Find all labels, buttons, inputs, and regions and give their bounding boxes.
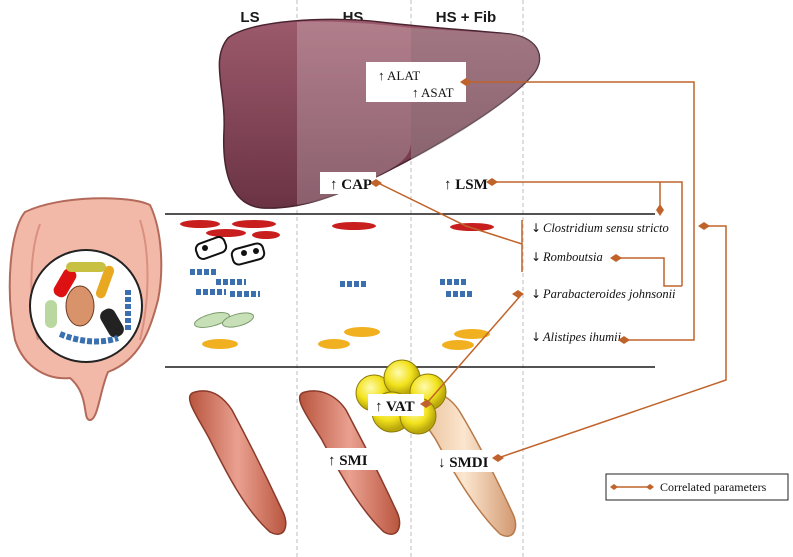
- asat-label: ↑ ASAT: [412, 85, 454, 100]
- alistipes-arrow: ↓: [531, 330, 541, 344]
- vat-label: ↑ VAT: [375, 399, 415, 415]
- connector-alat-alistipes: [470, 81, 695, 341]
- parabacteroides-arrow: ↓: [531, 287, 541, 301]
- connector-endpoints: [370, 78, 710, 462]
- bacteria-hs: [318, 222, 380, 349]
- bacteria-hs-fib: [440, 223, 494, 350]
- lsm-label: ↑ LSM: [444, 177, 488, 193]
- connector-lsm-parabacteroides: [496, 181, 683, 286]
- alat-label: ↑ ALAT: [378, 68, 420, 83]
- connector-lsm-romboutsia: [620, 257, 682, 287]
- connector-cap-clostridium: [377, 182, 523, 245]
- column-header-hs-fib: HS + Fib: [436, 9, 496, 26]
- correlation-connectors: [377, 81, 727, 459]
- colon-illustration: [8, 197, 163, 422]
- smi-label: ↑ SMI: [328, 453, 368, 469]
- bacteria-ls: [180, 220, 280, 349]
- legend-label: Correlated parameters: [660, 480, 767, 494]
- connector-vat-parabacteroides: [425, 293, 523, 405]
- alistipes-label: Alistipes ihumii: [542, 330, 622, 344]
- clostridium-arrow: ↓: [531, 221, 541, 235]
- smdi-label: ↓ SMDI: [438, 455, 489, 471]
- romboutsia-label: Romboutsia: [542, 250, 603, 264]
- romboutsia-arrow: ↓: [531, 250, 541, 264]
- clostridium-label: Clostridium sensu stricto: [543, 221, 669, 235]
- connector-smdi-clostridium: [497, 225, 727, 459]
- parabacteroides-label: Parabacteroides johnsonii: [542, 287, 676, 301]
- cap-label: ↑ CAP: [330, 177, 372, 193]
- column-header-ls: LS: [240, 9, 259, 26]
- liver-enzymes-box: [366, 62, 466, 102]
- muscle-ls: [188, 390, 287, 535]
- legend: Correlated parameters: [605, 473, 789, 501]
